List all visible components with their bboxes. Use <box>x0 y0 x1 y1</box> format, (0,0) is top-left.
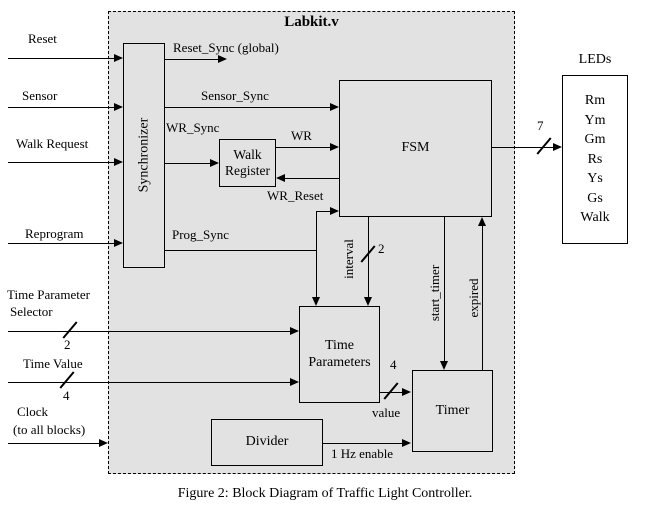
wr-reset-arrowhead-icon <box>276 174 285 182</box>
prog-sync-branch-vertical <box>316 211 317 298</box>
time-parameters-block-label: Time Parameters <box>308 338 371 370</box>
hz-enable-label: 1 Hz enable <box>331 446 394 461</box>
sensor-line <box>8 107 115 108</box>
module-title: Labkit.v <box>284 14 339 30</box>
expired-arrowhead-icon <box>478 217 486 226</box>
reset-arrowhead-icon <box>114 54 123 62</box>
clock-input-label-line2: (to all blocks) <box>13 422 86 437</box>
time-value-bus-slash-icon <box>59 371 75 389</box>
fsm-block-label: FSM <box>401 140 430 156</box>
selector-bus-width: 2 <box>64 337 71 352</box>
led-item: Walk <box>580 210 610 225</box>
value-arrowhead-icon <box>402 388 411 396</box>
hz-enable-line <box>323 443 403 444</box>
walk-request-arrowhead-icon <box>114 158 123 166</box>
wr-label: WR <box>291 128 312 143</box>
reset-line <box>8 58 115 59</box>
prog-sync-label: Prog_Sync <box>172 227 230 242</box>
value-line <box>380 392 403 393</box>
interval-arrowhead-icon <box>364 297 372 306</box>
interval-label: interval <box>341 239 356 279</box>
time-parameter-selector-label-line1: Time Parameter <box>7 287 90 302</box>
divider-block: Divider <box>211 419 323 466</box>
value-bus-width: 4 <box>390 357 397 372</box>
prog-sync-timeparams-arrowhead-icon <box>312 297 320 306</box>
start-timer-arrowhead-icon <box>440 361 448 370</box>
wr-sync-arrowhead-icon <box>210 159 219 167</box>
leds-title: LEDs <box>578 52 612 67</box>
led-item: Ys <box>587 171 603 186</box>
sensor-sync-label: Sensor_Sync <box>201 88 269 103</box>
leds-bus-slash-icon <box>536 137 552 155</box>
wr-sync-label: WR_Sync <box>166 120 220 135</box>
interval-line <box>368 217 369 298</box>
interval-bus-width: 2 <box>378 241 385 256</box>
wr-sync-line <box>165 163 211 164</box>
synchronizer-block: Synchronizer <box>123 43 165 268</box>
fsm-block: FSM <box>339 80 492 217</box>
start-timer-label: start_timer <box>427 264 442 322</box>
reprogram-input-label: Reprogram <box>25 226 84 241</box>
reset-sync-line <box>165 59 219 60</box>
walk-request-input-label: Walk Request <box>16 136 89 151</box>
wr-line <box>276 147 331 148</box>
wr-arrowhead-icon <box>330 143 339 151</box>
time-value-arrowhead-icon <box>290 378 299 386</box>
hz-enable-arrowhead-icon <box>402 439 411 447</box>
led-item: Gs <box>587 190 603 206</box>
sensor-sync-arrowhead-icon <box>330 103 339 111</box>
figure-caption: Figure 2: Block Diagram of Traffic Light… <box>177 486 473 501</box>
led-item: Ym <box>584 112 606 128</box>
leds-bus-width: 7 <box>537 118 544 133</box>
expired-line <box>482 226 483 370</box>
value-label: value <box>372 405 401 420</box>
sensor-sync-line <box>165 107 331 108</box>
clock-line <box>8 443 100 444</box>
led-item: Rm <box>584 93 606 108</box>
prog-sync-line <box>165 250 317 251</box>
reset-input-label: Reset <box>28 31 57 46</box>
expired-label: expired <box>466 278 481 318</box>
walk-register-block-label: Walk Register <box>225 147 270 178</box>
reset-sync-label: Reset_Sync (global) <box>173 40 279 55</box>
selector-arrowhead-icon <box>290 327 299 335</box>
wr-reset-line <box>285 178 339 179</box>
prog-sync-fsm-arrowhead-icon <box>330 207 339 215</box>
synchronizer-block-label: Synchronizer <box>135 118 151 193</box>
walk-register-block: Walk Register <box>219 139 276 187</box>
led-item: Gm <box>584 132 606 147</box>
time-value-bus-width: 4 <box>63 388 70 403</box>
prog-sync-elbow-to-fsm <box>316 211 331 212</box>
reprogram-line <box>8 243 115 244</box>
sensor-arrowhead-icon <box>114 103 123 111</box>
start-timer-line <box>444 217 445 363</box>
time-parameters-block: Time Parameters <box>299 306 380 403</box>
leds-bus-line <box>492 147 554 148</box>
reprogram-arrowhead-icon <box>114 239 123 247</box>
time-parameter-selector-label-line2: Selector <box>10 304 53 319</box>
timer-block: Timer <box>412 370 493 452</box>
time-value-input-label: Time Value <box>23 356 83 371</box>
leds-block: Rm Ym Gm Rs Ys Gs Walk <box>562 75 628 244</box>
divider-block-label: Divider <box>245 434 289 450</box>
clock-arrowhead-icon <box>99 439 108 447</box>
reset-sync-arrowhead-icon <box>218 55 227 63</box>
sensor-input-label: Sensor <box>22 88 58 103</box>
led-item: Rs <box>587 151 603 167</box>
leds-arrowhead-icon <box>553 143 562 151</box>
leds-list: Rm Ym Gm Rs Ys Gs Walk <box>580 91 609 228</box>
wr-reset-label: WR_Reset <box>267 188 324 203</box>
walk-request-line <box>8 162 115 163</box>
timer-block-label: Timer <box>435 402 470 418</box>
clock-input-label-line1: Clock <box>17 404 49 419</box>
time-value-line <box>8 382 291 383</box>
time-parameter-selector-line <box>8 331 291 332</box>
